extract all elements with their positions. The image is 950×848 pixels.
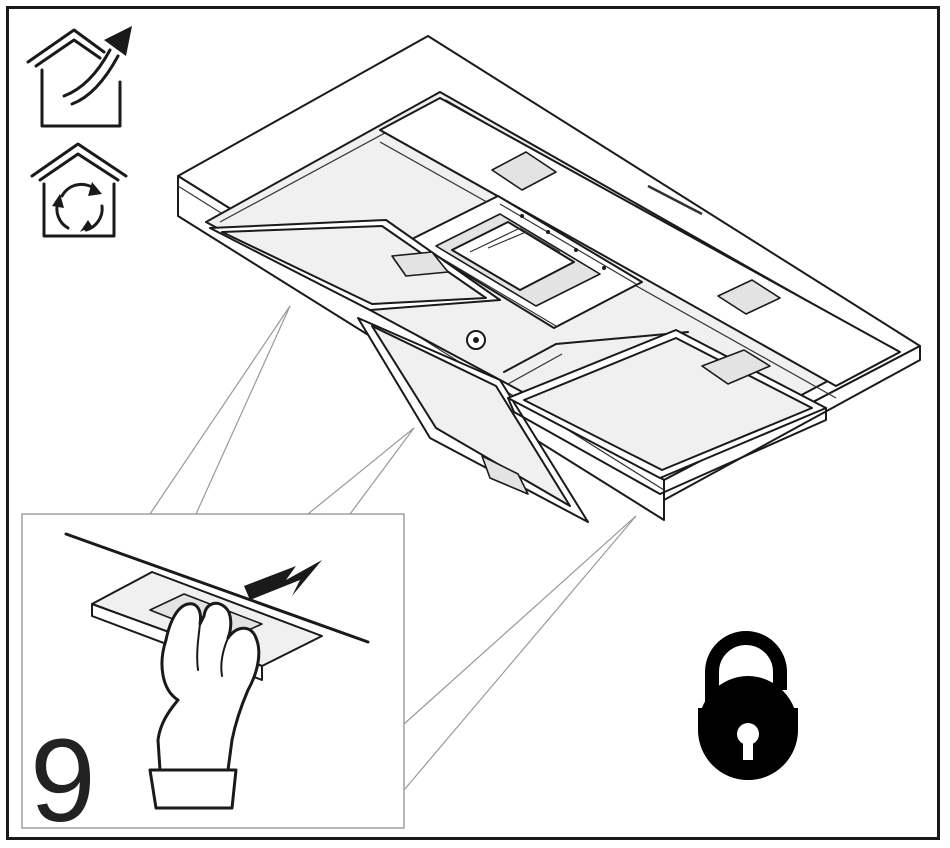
unlock-icon	[698, 631, 798, 780]
hand-icon	[148, 601, 261, 810]
zoom-lines	[149, 305, 637, 791]
step-number: 9	[30, 715, 96, 847]
ducted-extraction-icon	[26, 26, 132, 128]
grease-filter-left	[209, 219, 501, 311]
recirculation-icon	[30, 142, 128, 238]
grease-filter-middle	[357, 317, 589, 523]
push-arrow-icon	[244, 560, 322, 600]
grease-filter-right	[507, 329, 827, 495]
diagram-frame	[6, 6, 940, 840]
cooker-hood	[177, 35, 921, 521]
